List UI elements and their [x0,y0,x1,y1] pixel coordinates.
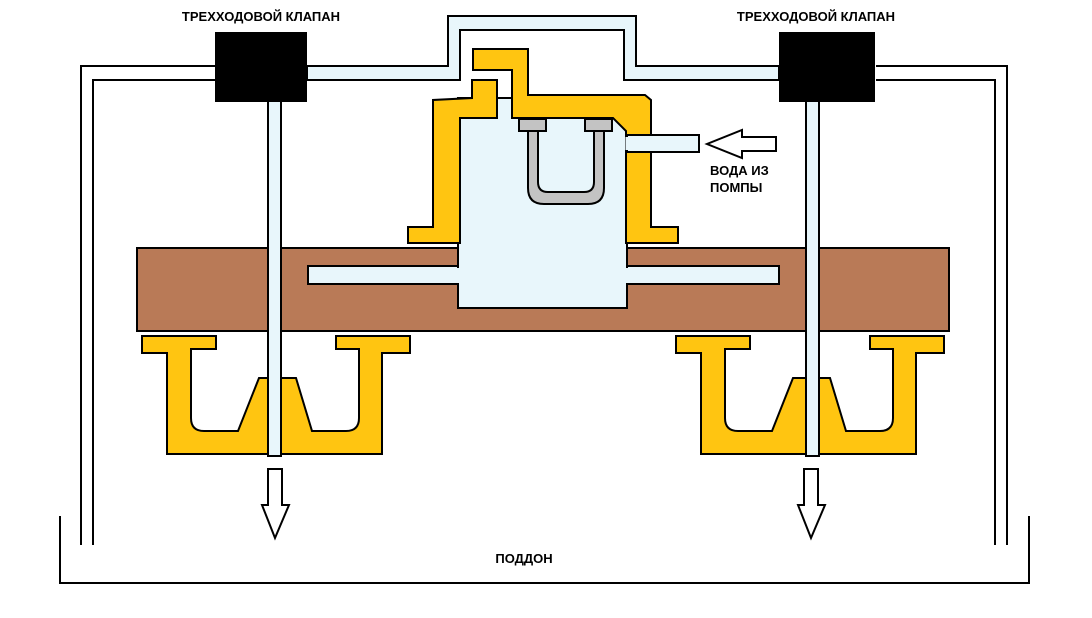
three-way-valve-right [779,32,875,102]
outer-line-left [80,65,215,545]
label-valve-right: ТРЕХХОДОВОЙ КЛАПАН [737,9,895,24]
drain-arrow-right [796,468,827,541]
heater-terminal-right [584,118,613,132]
label-tray: ПОДДОН [495,551,552,566]
three-way-valve-left [215,32,307,102]
plate-channel [307,265,780,309]
outer-line-right [876,65,1008,545]
drain-tube-right [805,99,820,457]
pump-inlet-pipe [626,134,700,153]
label-pump-water-line1: ВОДА ИЗ [710,163,769,178]
label-valve-left: ТРЕХХОДОВОЙ КЛАПАН [182,9,340,24]
pump-inflow-arrow [704,128,777,160]
top-connecting-pipe [306,15,780,81]
yellow-block-clamp [407,48,679,244]
label-pump-water-line2: ПОМПЫ [710,180,762,195]
tray [59,516,1030,584]
drain-tube-left [267,99,282,457]
heater-terminal-left [518,118,547,132]
drain-arrow-left [260,468,291,541]
